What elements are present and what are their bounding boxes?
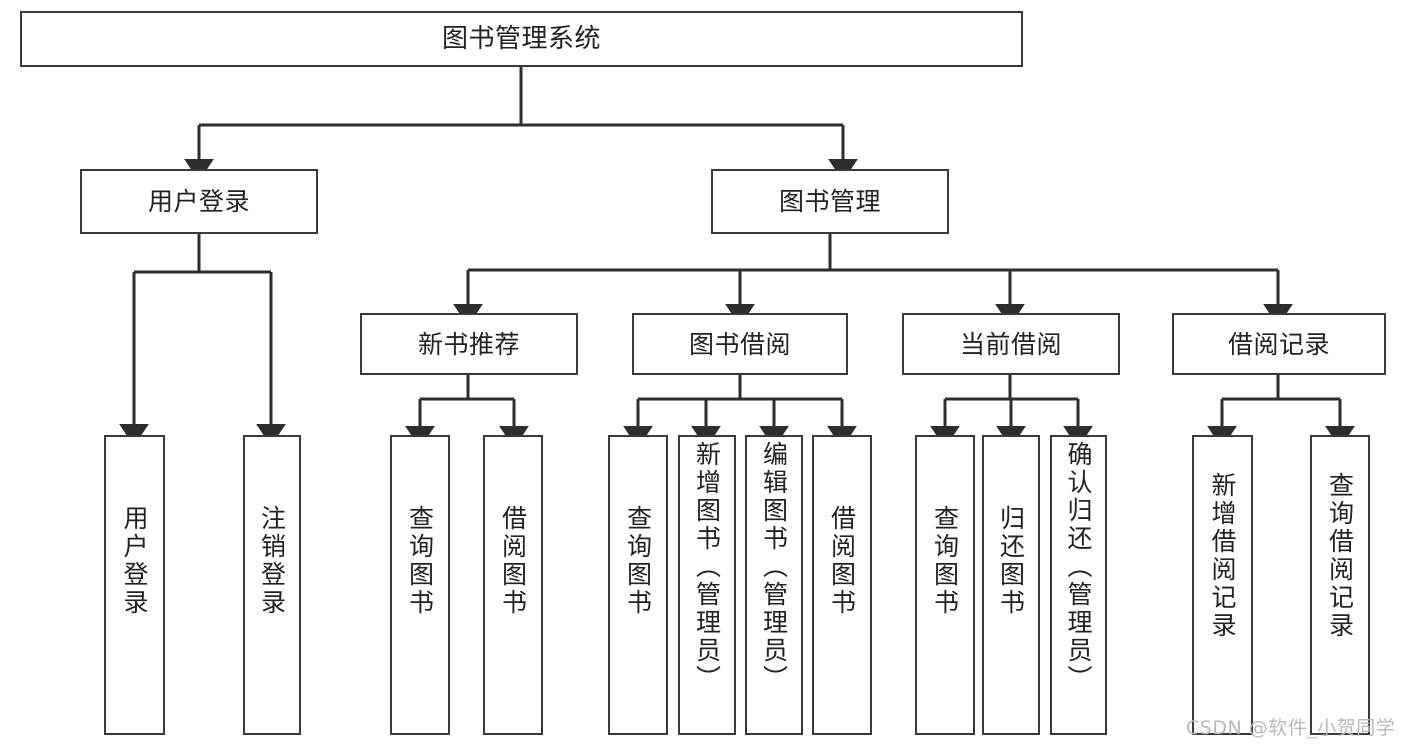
node-leaf-borrow-book-1-label: 借阅图书 — [498, 505, 528, 617]
node-leaf-user-login-label: 用户登录 — [120, 505, 149, 617]
node-leaf-query-book-2[interactable]: 查询图书 — [608, 435, 668, 735]
node-book-manage[interactable]: 图书管理 — [711, 169, 949, 234]
node-leaf-add-record-label: 新增借阅记录 — [1208, 472, 1237, 640]
node-book-borrow[interactable]: 图书借阅 — [632, 313, 848, 375]
node-leaf-query-book-1[interactable]: 查询图书 — [390, 435, 450, 735]
node-leaf-query-record-label: 查询借阅记录 — [1325, 472, 1355, 640]
node-leaf-return-book[interactable]: 归还图书 — [982, 435, 1040, 735]
node-current-borrow-label: 当前借阅 — [959, 329, 1062, 359]
node-leaf-edit-book-label: 编辑图书（管理员） — [759, 441, 789, 693]
node-new-book-rec[interactable]: 新书推荐 — [360, 313, 578, 375]
node-current-borrow[interactable]: 当前借阅 — [902, 313, 1120, 375]
node-leaf-confirm-return-label: 确认归还（管理员） — [1064, 441, 1093, 693]
node-leaf-logout-label: 注销登录 — [257, 505, 287, 617]
node-leaf-add-book-label: 新增图书（管理员） — [692, 441, 722, 693]
node-root-label: 图书管理系统 — [441, 23, 601, 54]
node-leaf-query-book-2-label: 查询图书 — [623, 505, 653, 617]
node-borrow-record[interactable]: 借阅记录 — [1172, 313, 1386, 375]
node-leaf-borrow-book-2-label: 借阅图书 — [827, 505, 857, 617]
node-user-login[interactable]: 用户登录 — [80, 169, 318, 234]
node-new-book-rec-label: 新书推荐 — [417, 329, 520, 359]
node-leaf-query-book-1-label: 查询图书 — [405, 505, 435, 617]
node-leaf-confirm-return[interactable]: 确认归还（管理员） — [1050, 435, 1107, 735]
node-borrow-record-label: 借阅记录 — [1227, 329, 1330, 359]
node-leaf-logout[interactable]: 注销登录 — [243, 435, 301, 735]
node-book-manage-label: 图书管理 — [778, 187, 881, 216]
node-leaf-borrow-book-1[interactable]: 借阅图书 — [483, 435, 543, 735]
node-leaf-edit-book[interactable]: 编辑图书（管理员） — [745, 435, 803, 735]
node-book-borrow-label: 图书借阅 — [688, 329, 791, 359]
node-leaf-query-record[interactable]: 查询借阅记录 — [1310, 435, 1370, 735]
csdn-watermark: CSDN @软件_小贺同学 — [1186, 717, 1396, 739]
node-leaf-add-book[interactable]: 新增图书（管理员） — [678, 435, 736, 735]
node-leaf-query-book-3[interactable]: 查询图书 — [915, 435, 975, 735]
node-leaf-query-book-3-label: 查询图书 — [930, 505, 960, 617]
node-leaf-return-book-label: 归还图书 — [996, 505, 1026, 617]
node-leaf-user-login[interactable]: 用户登录 — [104, 435, 165, 735]
node-leaf-borrow-book-2[interactable]: 借阅图书 — [812, 435, 872, 735]
node-leaf-add-record[interactable]: 新增借阅记录 — [1192, 435, 1253, 735]
node-root[interactable]: 图书管理系统 — [20, 11, 1023, 67]
node-user-login-label: 用户登录 — [147, 187, 250, 216]
